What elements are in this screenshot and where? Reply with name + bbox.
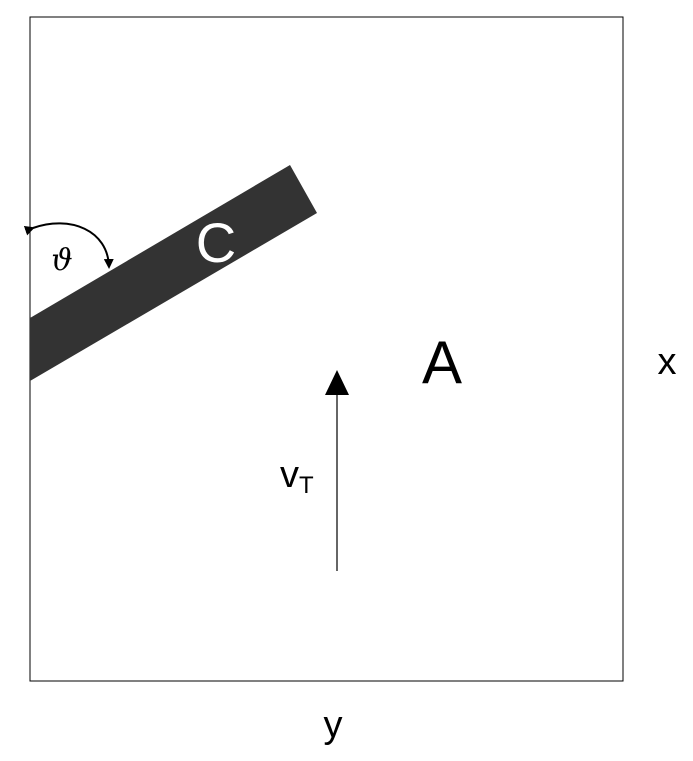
y-axis-label: y: [324, 704, 343, 746]
velocity-label: vT: [280, 454, 314, 499]
domain-border: [29, 16, 624, 682]
bar-label: C: [196, 211, 236, 274]
velocity-arrow-head: [325, 370, 349, 395]
x-axis-label: x: [658, 341, 677, 383]
velocity-subscript: T: [299, 472, 314, 499]
angle-label: ϑ: [51, 243, 72, 278]
velocity-symbol: v: [280, 454, 299, 496]
inclined-bar: [30, 165, 317, 381]
angle-arc: [23, 222, 114, 269]
region-label: A: [422, 329, 462, 396]
